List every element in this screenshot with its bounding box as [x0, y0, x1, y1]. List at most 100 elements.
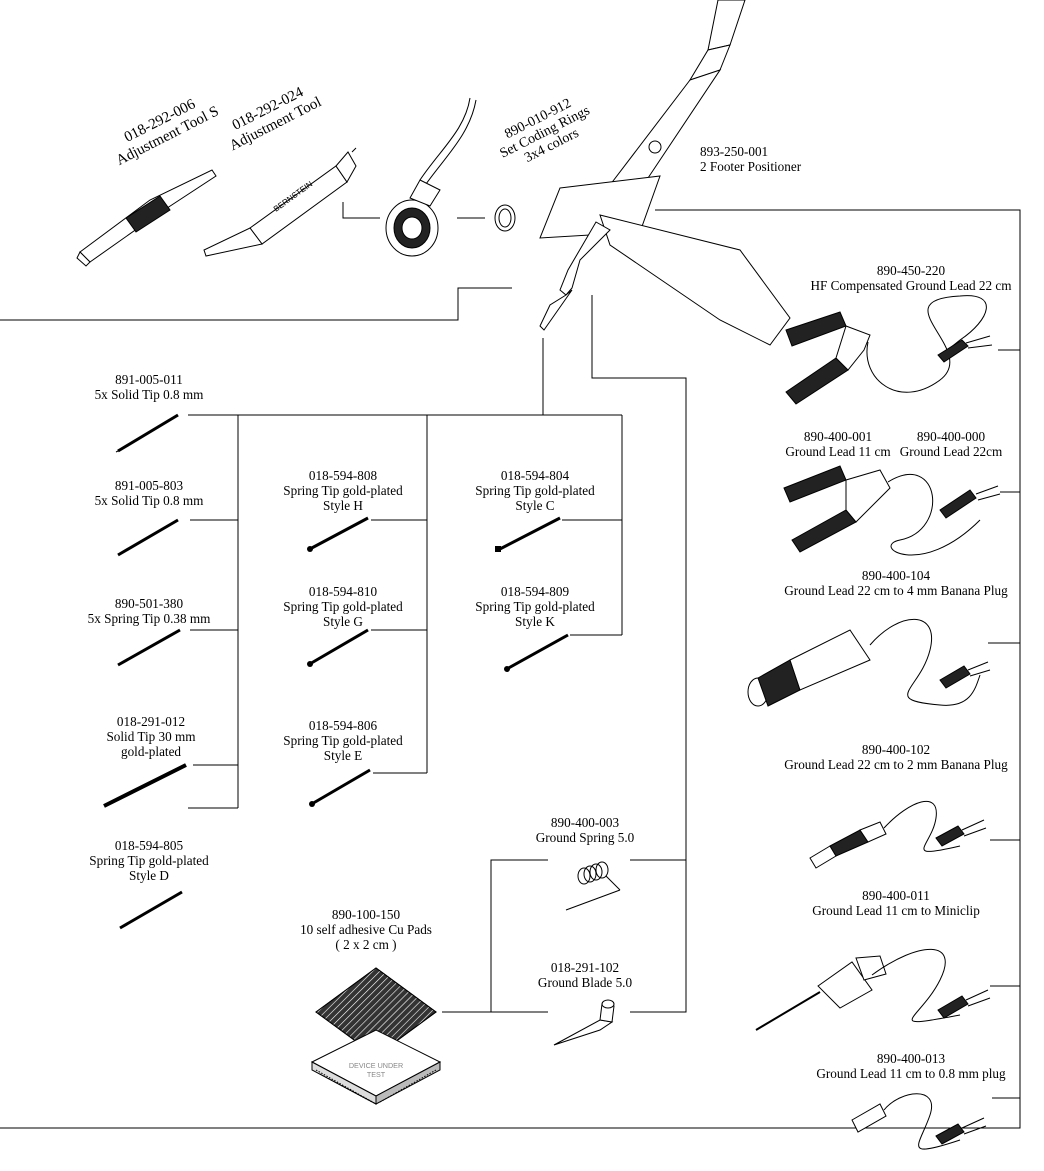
name: Spring Tip gold-plated [283, 733, 403, 748]
spring-tip-d-icon [119, 890, 183, 930]
label-footer-positioner: 893-250-001 2 Footer Positioner [700, 144, 801, 174]
spring-tip-g-icon [307, 628, 369, 667]
spring-tip-k-icon [504, 633, 569, 672]
code: 891-005-011 [115, 372, 183, 387]
label-style-d: 018-594-805 Spring Tip gold-plated Style… [74, 838, 224, 883]
sub: ( 2 x 2 cm ) [335, 937, 397, 952]
plug-08mm-lead-icon [851, 1093, 987, 1150]
solid-tip-08-icon [115, 413, 179, 453]
sub: Style D [129, 868, 169, 883]
probe-icon [539, 0, 791, 346]
label-hf-ground-lead: 890-450-220 HF Compensated Ground Lead 2… [780, 263, 1042, 293]
solid-tip-30mm-icon [103, 763, 187, 808]
label-banana-4mm: 890-400-104 Ground Lead 22 cm to 4 mm Ba… [766, 568, 1026, 598]
name: Spring Tip gold-plated [283, 483, 403, 498]
label-solid-tip-1: 891-005-011 5x Solid Tip 0.8 mm [74, 372, 224, 402]
label-banana-2mm: 890-400-102 Ground Lead 22 cm to 2 mm Ba… [766, 742, 1026, 772]
sub: Style K [515, 614, 555, 629]
banana-2mm-lead-icon [809, 800, 987, 869]
code: 893-250-001 [700, 144, 769, 159]
ground-lead-alligator-icon [783, 465, 1001, 556]
label-08mm-plug: 890-400-013 Ground Lead 11 cm to 0.8 mm … [786, 1051, 1036, 1081]
code: 018-594-806 [308, 718, 378, 733]
label-style-k: 018-594-809 Spring Tip gold-plated Style… [460, 584, 610, 629]
name: Spring Tip gold-plated [89, 853, 209, 868]
code: 890-400-003 [550, 815, 620, 830]
dut-line1: DEVICE UNDER [349, 1061, 403, 1070]
name: HF Compensated Ground Lead 22 cm [810, 278, 1012, 293]
name: Ground Lead 22cm [899, 444, 1003, 459]
name: 5x Solid Tip 0.8 mm [94, 493, 204, 508]
hf-ground-lead-icon [785, 295, 993, 405]
banana-4mm-lead-icon [747, 618, 991, 707]
code: 018-594-809 [500, 584, 570, 599]
name: Ground Lead 11 cm to Miniclip [812, 903, 980, 918]
code: 018-594-810 [308, 584, 378, 599]
tips-group [103, 413, 569, 930]
code: 891-005-803 [114, 478, 184, 493]
cu-pads-icon: DEVICE UNDER TEST [310, 967, 442, 1105]
spring-tip-038-icon [117, 628, 181, 667]
sub: Style H [323, 498, 363, 513]
label-style-g: 018-594-810 Spring Tip gold-plated Style… [268, 584, 418, 629]
adjustment-tool-icon: BERNSTEIN [203, 147, 357, 257]
code: 018-291-102 [550, 960, 620, 975]
ground-blade-icon [553, 999, 615, 1046]
code: 890-400-102 [861, 742, 931, 757]
spring-tip-h-icon [307, 516, 369, 552]
name: 10 self adhesive Cu Pads [300, 922, 432, 937]
name: Spring Tip gold-plated [475, 599, 595, 614]
sub: gold-plated [120, 744, 182, 759]
code: 890-400-104 [861, 568, 931, 583]
name: Ground Blade 5.0 [537, 975, 633, 990]
adjustment-tool-s-icon [76, 169, 217, 267]
sub: Style G [323, 614, 363, 629]
connector-lines [0, 202, 1021, 1129]
label-cu-pads: 890-100-150 10 self adhesive Cu Pads ( 2… [276, 907, 456, 952]
sub: Style C [515, 498, 555, 513]
solid-tip-08b-icon [117, 518, 179, 557]
dut-line2: TEST [367, 1070, 386, 1079]
name: 5x Solid Tip 0.8 mm [94, 387, 204, 402]
label-miniclip: 890-400-011 Ground Lead 11 cm to Minicli… [786, 888, 1006, 918]
code: 018-594-805 [114, 838, 184, 853]
ground-spring-icon [565, 861, 621, 911]
name: Ground Spring 5.0 [535, 830, 635, 845]
code: 018-594-804 [500, 468, 570, 483]
name: Ground Lead 22 cm to 4 mm Banana Plug [784, 583, 1008, 598]
label-spring-tip-038: 890-501-380 5x Spring Tip 0.38 mm [70, 596, 228, 626]
label-style-c: 018-594-804 Spring Tip gold-plated Style… [460, 468, 610, 513]
name: Ground Lead 11 cm to 0.8 mm plug [816, 1066, 1006, 1081]
label-solid-tip-2: 891-005-803 5x Solid Tip 0.8 mm [74, 478, 224, 508]
code: 018-594-808 [308, 468, 378, 483]
label-ground-lead-22: 890-400-000 Ground Lead 22cm [894, 429, 1008, 459]
code: 018-291-012 [116, 714, 186, 729]
spring-tip-e-icon [309, 768, 371, 807]
name: 5x Spring Tip 0.38 mm [87, 611, 211, 626]
bnc-connector-icon [385, 97, 477, 257]
spring-tip-c-icon [495, 516, 561, 552]
name: Ground Lead 11 cm [785, 444, 891, 459]
sub: Style E [323, 748, 363, 763]
label-style-h: 018-594-808 Spring Tip gold-plated Style… [268, 468, 418, 513]
miniclip-lead-icon [755, 948, 991, 1031]
code: 890-400-013 [876, 1051, 946, 1066]
code: 890-100-150 [331, 907, 401, 922]
label-solid-tip-30: 018-291-012 Solid Tip 30 mm gold-plated [76, 714, 226, 759]
name: Spring Tip gold-plated [283, 599, 403, 614]
coding-ring-icon [494, 204, 516, 232]
label-ground-spring: 890-400-003 Ground Spring 5.0 [520, 815, 650, 845]
code: 890-450-220 [876, 263, 946, 278]
label-style-e: 018-594-806 Spring Tip gold-plated Style… [268, 718, 418, 763]
name: Solid Tip 30 mm [106, 729, 196, 744]
code: 890-501-380 [114, 596, 184, 611]
label-ground-lead-11: 890-400-001 Ground Lead 11 cm [778, 429, 898, 459]
code: 890-400-001 [803, 429, 873, 444]
code: 890-400-000 [916, 429, 986, 444]
name: Ground Lead 22 cm to 2 mm Banana Plug [784, 757, 1008, 772]
code: 890-400-011 [862, 888, 930, 903]
name: Spring Tip gold-plated [475, 483, 595, 498]
label-ground-blade: 018-291-102 Ground Blade 5.0 [520, 960, 650, 990]
name: 2 Footer Positioner [700, 159, 802, 174]
